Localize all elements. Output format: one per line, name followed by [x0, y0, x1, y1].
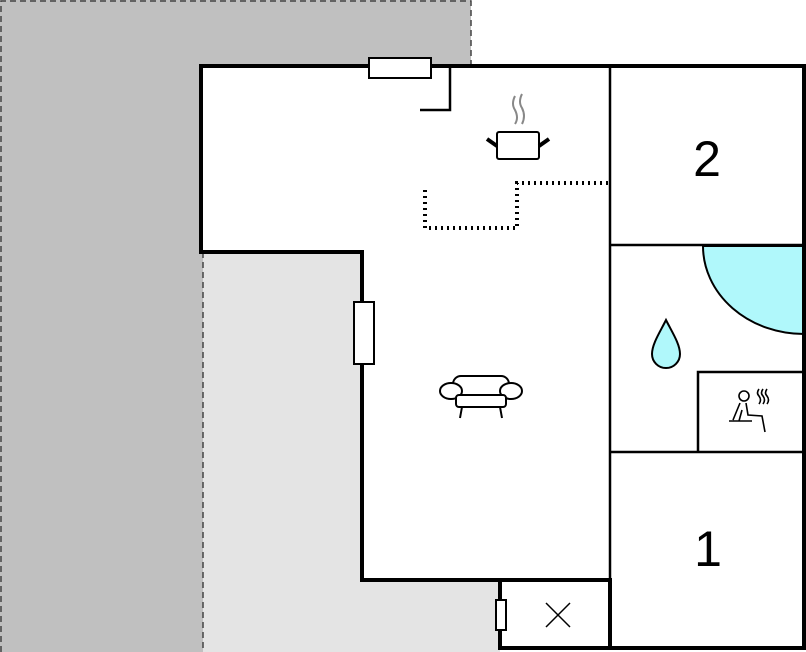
window-bottom [495, 599, 507, 631]
room-label-1: 1 [694, 521, 722, 577]
shower-icon [701, 245, 805, 336]
close-x-icon [545, 602, 571, 628]
window-left [353, 301, 375, 365]
cooking-pot-icon [485, 93, 551, 160]
room-label-2: 2 [693, 131, 721, 187]
terrace-dashed-border [0, 0, 472, 652]
terrace-light [203, 252, 500, 652]
house-interior [201, 66, 804, 648]
sofa-icon [439, 375, 523, 419]
window-top [368, 57, 432, 79]
interior-walls [420, 66, 804, 580]
kitchen-counter [423, 181, 608, 230]
water-drop-icon [650, 317, 682, 369]
sauna-icon [729, 388, 770, 433]
terrace-dark [0, 0, 471, 652]
storage-walls [500, 578, 612, 648]
